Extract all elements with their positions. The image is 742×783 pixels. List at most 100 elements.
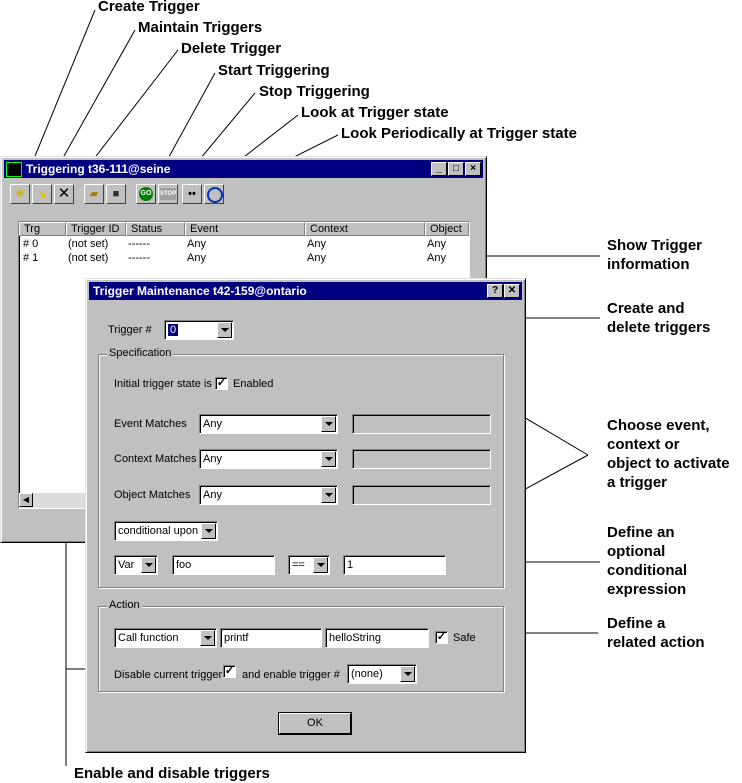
column-header[interactable]: Context: [305, 222, 425, 236]
note-line: a trigger: [607, 474, 668, 491]
chevron-down-icon[interactable]: [200, 630, 215, 646]
enable-trigger-select[interactable]: (none): [347, 664, 417, 684]
event-detail-field[interactable]: [352, 414, 491, 434]
start-triggering-button[interactable]: GO: [136, 184, 156, 204]
note-line: related action: [607, 634, 705, 651]
close-button[interactable]: ✕: [504, 284, 520, 298]
callout-start-triggering: Start Triggering: [218, 62, 330, 79]
enabled-checkbox[interactable]: ✓: [215, 377, 228, 390]
action-type-select[interactable]: Call function: [114, 628, 217, 648]
chevron-down-icon[interactable]: [141, 557, 156, 573]
disable-current-label: Disable current trigger: [114, 669, 223, 681]
operand-value: 1: [347, 559, 354, 571]
table-row[interactable]: # 1 (not set) ------ Any Any Any: [19, 252, 469, 266]
note-line: object to activate: [607, 455, 730, 472]
minimize-button[interactable]: _: [431, 162, 447, 176]
object-select[interactable]: Any: [199, 485, 338, 505]
operand-field[interactable]: 1: [343, 555, 446, 575]
note-create-delete: Create and delete triggers: [607, 299, 710, 337]
note-show-info: Show Trigger information: [607, 236, 702, 274]
function-name-field[interactable]: printf: [220, 628, 322, 648]
trigger-number-label: Trigger #: [108, 324, 152, 336]
argument-field[interactable]: helloString: [325, 628, 429, 648]
main-title: Triggering t36-111@seine: [26, 162, 171, 176]
callout-delete-trigger: Delete Trigger: [181, 40, 282, 57]
table-cell: Any: [427, 252, 446, 264]
context-matches-label: Context Matches: [114, 453, 197, 465]
safe-checkbox[interactable]: ✓: [435, 631, 448, 644]
argument-value: helloString: [329, 632, 381, 644]
close-button[interactable]: ×: [465, 162, 481, 176]
scroll-left-icon[interactable]: ◀: [19, 493, 33, 507]
initial-state-label: Initial trigger state is: [114, 378, 212, 390]
context-select[interactable]: Any: [199, 449, 338, 469]
chevron-down-icon[interactable]: [321, 451, 336, 467]
dialog-title: Trigger Maintenance t42-159@ontario: [93, 284, 307, 298]
table-cell: Any: [187, 238, 206, 250]
safe-label: Safe: [453, 632, 476, 644]
object-detail-field[interactable]: [352, 485, 491, 505]
chevron-down-icon[interactable]: [217, 322, 232, 338]
chevron-down-icon[interactable]: [321, 416, 336, 432]
chevron-down-icon[interactable]: [313, 557, 328, 573]
stop-icon: STOP: [160, 188, 176, 200]
variable-name-value: foo: [176, 559, 192, 571]
disable-current-checkbox[interactable]: ✓: [223, 665, 236, 678]
look-periodically-button[interactable]: [204, 184, 224, 204]
maximize-button[interactable]: □: [448, 162, 464, 176]
save-button[interactable]: ■: [106, 184, 126, 204]
context-detail-field[interactable]: [352, 449, 491, 469]
ok-button[interactable]: OK: [279, 713, 351, 734]
operator-value: ==: [292, 559, 305, 571]
column-header[interactable]: Trg: [19, 222, 66, 236]
chevron-down-icon[interactable]: [400, 666, 415, 682]
note-line: Show Trigger: [607, 237, 703, 254]
note-line: Define a: [607, 615, 666, 632]
table-cell: (not set): [68, 238, 109, 250]
callout-maintain-triggers: Maintain Triggers: [138, 19, 263, 36]
table-cell: Any: [307, 238, 326, 250]
var-select[interactable]: Var: [114, 555, 158, 575]
trigger-number-select[interactable]: 0: [164, 320, 234, 340]
table-cell: (not set): [68, 252, 109, 264]
maintain-triggers-button[interactable]: ↘: [32, 184, 52, 204]
operator-select[interactable]: ==: [288, 555, 330, 575]
column-header[interactable]: Status: [126, 222, 185, 236]
enable-trigger-label: and enable trigger #: [242, 669, 340, 681]
enabled-label: Enabled: [233, 378, 274, 390]
chevron-down-icon[interactable]: [201, 523, 216, 539]
help-button[interactable]: ?: [487, 284, 503, 298]
trigger-maintenance-dialog: Trigger Maintenance t42-159@ontario ? ✕ …: [85, 278, 526, 753]
note-line: Create and: [607, 300, 685, 317]
conditional-select[interactable]: conditional upon: [114, 521, 218, 541]
table-cell: Any: [427, 238, 446, 250]
object-value: Any: [203, 489, 222, 501]
action-type-value: Call function: [118, 632, 179, 644]
specification-label: Specification: [107, 347, 174, 359]
toolbar: ✳ ↘ ✕ ▰ ■ GO STOP ••: [10, 184, 242, 204]
chevron-down-icon[interactable]: [321, 487, 336, 503]
delete-trigger-icon: ✕: [57, 185, 71, 202]
look-state-button[interactable]: ••: [182, 184, 202, 204]
delete-trigger-button[interactable]: ✕: [54, 184, 74, 204]
open-button[interactable]: ▰: [84, 184, 104, 204]
callout-stop-triggering: Stop Triggering: [259, 83, 370, 100]
object-matches-label: Object Matches: [114, 489, 191, 501]
stop-triggering-button[interactable]: STOP: [158, 184, 178, 204]
column-header[interactable]: Trigger ID: [66, 222, 126, 236]
table-cell: ------: [128, 252, 150, 264]
callout-look-periodically: Look Periodically at Trigger state: [341, 125, 577, 142]
column-header[interactable]: Object: [425, 222, 469, 236]
variable-name-field[interactable]: foo: [172, 555, 275, 575]
look-periodically-icon: [207, 187, 223, 203]
table-row[interactable]: # 0 (not set) ------ Any Any Any: [19, 238, 469, 252]
app-icon: [6, 162, 22, 177]
enable-trigger-value: (none): [351, 668, 383, 680]
event-select[interactable]: Any: [199, 414, 338, 434]
column-header[interactable]: Event: [185, 222, 305, 236]
action-group: Action Call function printf helloString …: [98, 599, 504, 692]
create-trigger-button[interactable]: ✳: [10, 184, 30, 204]
create-trigger-icon: ✳: [15, 188, 25, 200]
var-type-value: Var: [118, 559, 135, 571]
note-line: Define an: [607, 524, 675, 541]
